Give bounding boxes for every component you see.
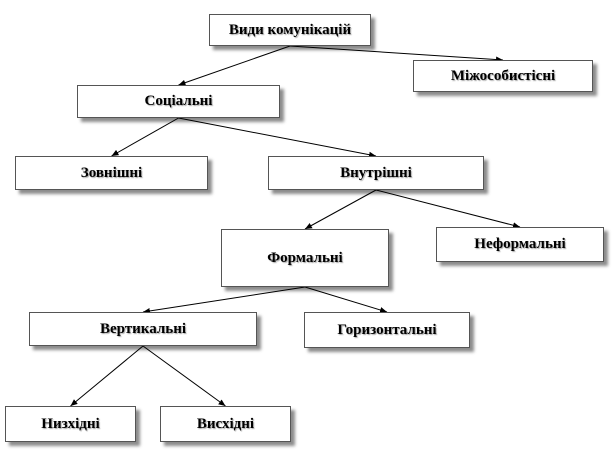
node-internal: Внутрішні (268, 156, 484, 190)
node-informal: Неформальні (436, 227, 604, 262)
arrow-vertical-to-downward (70, 345, 144, 407)
node-upward: Висхідні (160, 406, 291, 442)
arrow-formal-to-horizontal (304, 286, 388, 313)
arrow-root-to-interpersonal (289, 45, 504, 63)
node-social: Соціальні (77, 85, 280, 118)
arrow-vertical-to-upward (142, 345, 226, 407)
arrow-root-to-social (178, 45, 291, 86)
arrow-formal-to-vertical (142, 286, 306, 314)
node-vertical: Вертикальні (29, 312, 257, 346)
arrow-social-to-external (111, 117, 179, 157)
arrow-internal-to-informal (375, 189, 521, 229)
node-interpersonal: Міжособистісні (413, 60, 593, 92)
node-horizontal: Горизонтальні (304, 312, 470, 348)
arrow-social-to-internal (178, 117, 377, 158)
node-formal: Формальні (221, 229, 389, 287)
node-types-of-communications: Види комунікацій (209, 14, 371, 46)
node-downward: Низхідні (5, 406, 136, 442)
node-external: Зовнішні (15, 156, 208, 190)
edge-group (70, 45, 521, 407)
arrow-internal-to-formal (304, 189, 377, 230)
